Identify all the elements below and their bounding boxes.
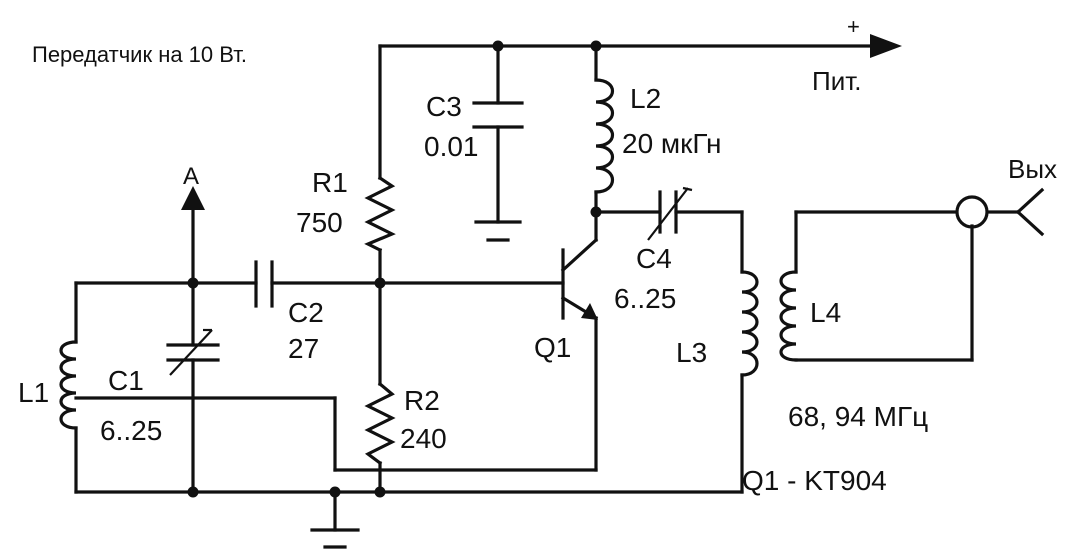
junctions: [187, 40, 602, 498]
r1-name: R1: [312, 167, 348, 198]
inductor-l2: [594, 78, 614, 194]
c2-name: C2: [288, 297, 324, 328]
supply-plus-sign: +: [847, 14, 860, 39]
c3-name: C3: [426, 91, 462, 122]
output-label: Вых: [1008, 154, 1057, 184]
resistor-r1: [364, 175, 396, 253]
r1-value: 750: [296, 207, 343, 238]
capacitor-c4: [647, 186, 693, 241]
antenna-arrow-icon: [181, 186, 205, 210]
inductor-l1: [59, 340, 78, 430]
l2-name: L2: [630, 83, 661, 114]
capacitor-c3: [472, 101, 524, 129]
output-connector-icon: [955, 187, 1045, 237]
c4-name: C4: [636, 243, 672, 274]
junction-dot: [374, 486, 386, 498]
junction-dot: [590, 40, 602, 52]
c2-value: 27: [288, 333, 319, 364]
capacitor-c2: [254, 260, 274, 308]
inductor-l3: [740, 270, 759, 377]
junction-dot: [329, 486, 341, 498]
junction-dot: [374, 277, 386, 289]
resistor-r2: [364, 381, 396, 466]
c1-value: 6..25: [100, 415, 162, 446]
junction-dot: [187, 486, 199, 498]
l1-name: L1: [18, 377, 49, 408]
antenna-label: A: [183, 163, 199, 190]
capacitor-c1: [166, 328, 220, 376]
r2-name: R2: [404, 385, 440, 416]
l4-name: L4: [810, 297, 841, 328]
l2-value: 20 мкГн: [622, 128, 721, 159]
wires: [74, 44, 1020, 532]
c3-value: 0.01: [424, 131, 479, 162]
ground-symbol-icon: [474, 220, 522, 242]
transistor-note: Q1 - KT904: [742, 465, 887, 496]
inductor-l4: [779, 270, 798, 362]
supply-label: Пит.: [812, 66, 861, 96]
l3-name: L3: [676, 337, 707, 368]
q1-name: Q1: [534, 332, 571, 363]
c4-value: 6..25: [614, 283, 676, 314]
frequency-label: 68, 94 МГц: [788, 401, 928, 432]
r2-value: 240: [400, 423, 447, 454]
junction-dot: [187, 277, 199, 289]
page-title: Передатчик на 10 Вт.: [32, 42, 247, 67]
c1-name: C1: [108, 365, 144, 396]
supply-arrow-icon: [870, 34, 902, 58]
ground-symbol-icon: [310, 528, 360, 549]
junction-dot: [492, 40, 504, 52]
transistor-q1: [560, 237, 599, 321]
junction-dot: [590, 206, 602, 218]
